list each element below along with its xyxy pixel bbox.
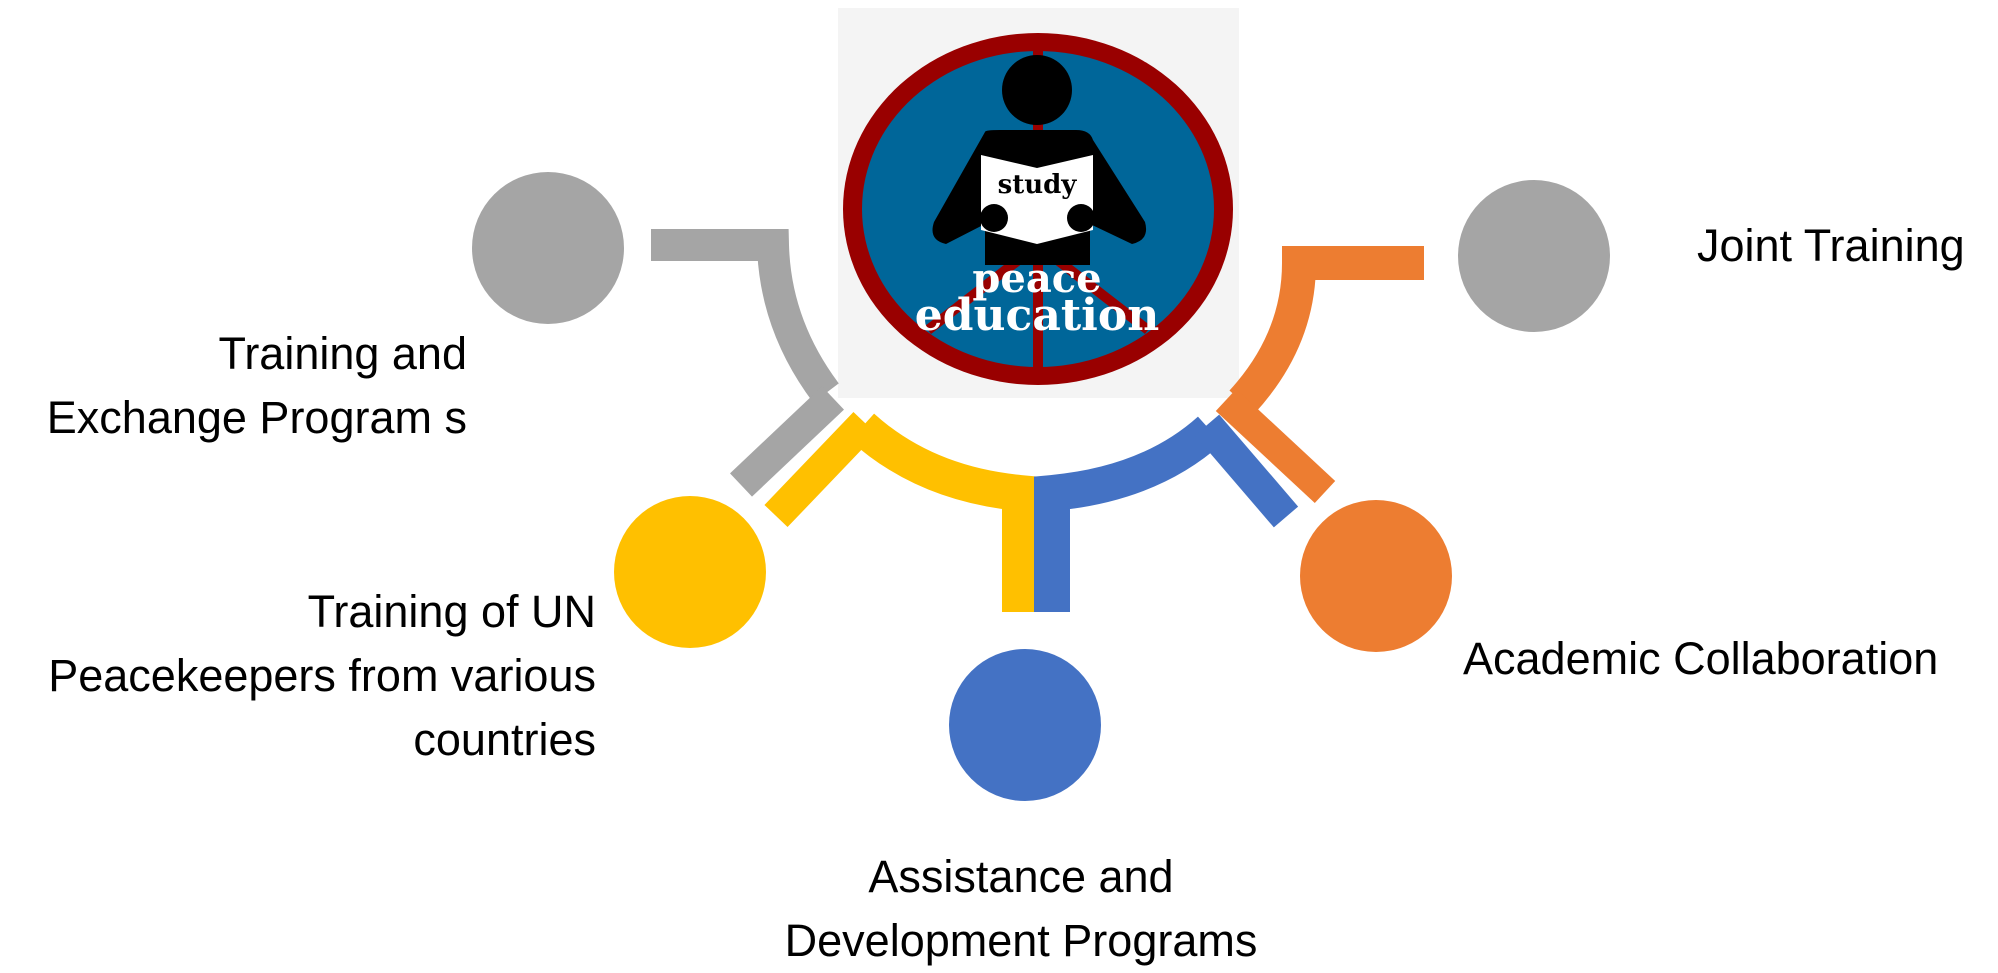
label-joint-training: Joint Training xyxy=(1697,214,1965,278)
connector-joint-training xyxy=(1215,246,1424,503)
label-line: Assistance and xyxy=(868,851,1174,902)
node-circle-assistance xyxy=(949,649,1101,801)
yellow-arc xyxy=(849,413,1038,612)
figure-head xyxy=(1002,55,1072,125)
gray-spoke xyxy=(730,386,844,497)
label-line: Exchange Program s xyxy=(46,392,467,443)
open-book-icon xyxy=(981,155,1093,244)
label-assistance-development: Assistance and Development Programs xyxy=(721,845,1321,973)
logo-study-text: study xyxy=(998,170,1078,200)
node-circle-training-exchange xyxy=(472,172,624,324)
peace-education-logo: study peace education xyxy=(838,8,1239,398)
connector-un-peacekeepers xyxy=(764,411,1038,612)
node-circle-un-peacekeepers xyxy=(614,496,766,648)
figure-left-hand xyxy=(980,204,1008,232)
figure-right-hand xyxy=(1067,204,1095,232)
logo-peace-text: peace xyxy=(972,255,1101,302)
logo-education-text: education xyxy=(915,290,1159,341)
orange-arc xyxy=(1229,246,1424,414)
label-line: Training and xyxy=(218,328,468,379)
blue-arc xyxy=(1034,416,1223,612)
label-line: Academic Collaboration xyxy=(1463,633,1939,684)
label-line: Development Programs xyxy=(784,915,1258,966)
label-training-exchange: Training and Exchange Program s xyxy=(47,322,467,450)
yellow-spoke xyxy=(764,411,877,528)
node-circle-academic xyxy=(1300,500,1452,652)
orange-spoke xyxy=(1215,389,1336,503)
blue-spoke xyxy=(1194,414,1299,528)
label-line: Training of UN xyxy=(307,586,596,637)
label-line: countries xyxy=(413,714,596,765)
connector-training-exchange xyxy=(651,229,844,497)
node-circle-joint-training xyxy=(1458,180,1610,332)
connector-assistance xyxy=(1034,414,1299,612)
label-line: Joint Training xyxy=(1697,220,1965,271)
label-line: Peacekeepers from various xyxy=(48,650,596,701)
label-academic-collaboration: Academic Collaboration xyxy=(1463,627,1938,691)
gray-arc xyxy=(651,229,839,403)
label-un-peacekeepers: Training of UN Peacekeepers from various… xyxy=(48,580,596,772)
